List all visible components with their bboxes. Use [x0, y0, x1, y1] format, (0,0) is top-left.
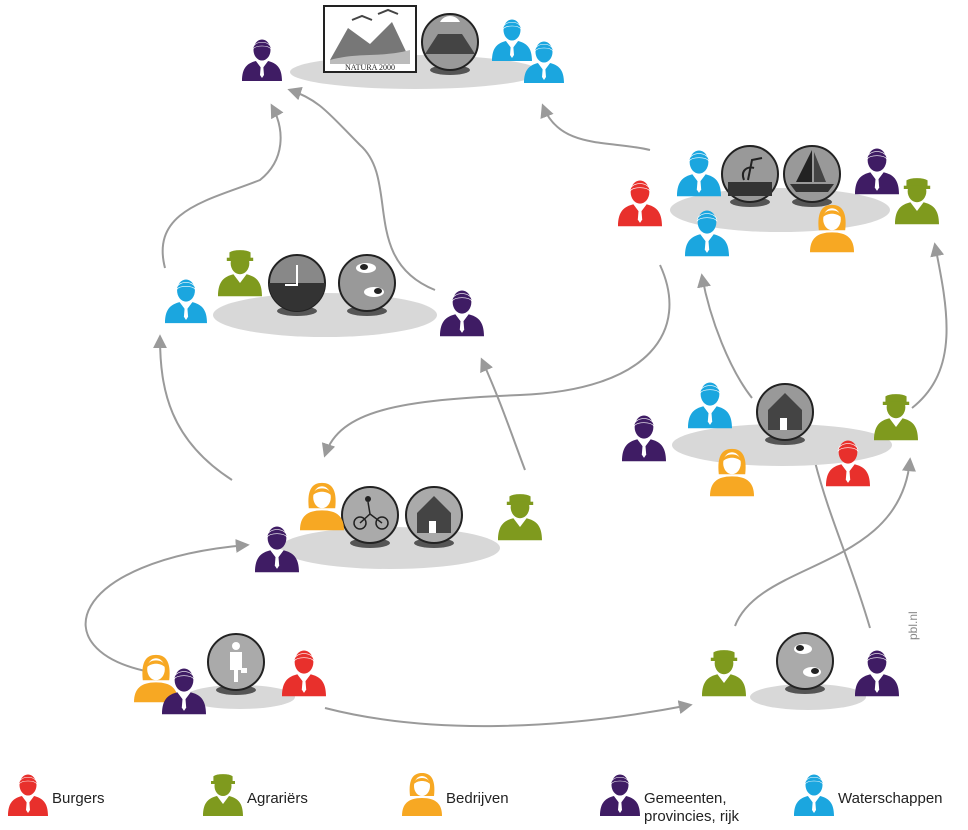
arrow-cluster-left-to-top-via-left	[161, 103, 284, 269]
arrow-cluster-right-to-mid-left	[321, 264, 671, 458]
burger-person-icon	[8, 772, 48, 816]
person-burger	[618, 180, 662, 227]
legend-label-burgers: Burgers	[52, 790, 105, 807]
drainage-icon	[268, 254, 326, 316]
arrow-bottom-left-to-mid-left	[84, 538, 250, 673]
arrow-mid-right-to-cluster-right-right	[911, 242, 948, 409]
platform-bottom-left	[185, 685, 295, 709]
platforms	[185, 55, 892, 710]
person-agrarier	[895, 176, 939, 225]
cows-icon	[338, 254, 396, 316]
legend-label-overheid: Gemeenten, provincies, rijk	[644, 790, 739, 826]
person-overheid	[622, 415, 666, 462]
arrow-bottom-right-to-mid-right	[734, 457, 916, 627]
business-woman-icon	[402, 772, 442, 816]
person-overheid	[440, 290, 484, 337]
sailboat-icon	[783, 145, 841, 207]
person-waterschap	[688, 382, 732, 429]
person-overheid	[242, 39, 282, 82]
heron-icon	[721, 145, 779, 207]
dike-icon	[421, 13, 479, 75]
platform-cluster-left	[213, 293, 437, 337]
arrow-bottom-left-to-bottom-right	[324, 700, 693, 728]
flow-arrows	[84, 86, 948, 728]
farmer-person-icon	[203, 772, 243, 816]
person-waterschap	[677, 150, 721, 197]
natura-2000-badge: NATURA 2000	[323, 5, 417, 73]
house-icon-mid	[405, 486, 463, 548]
legend-label-waterschappen: Waterschappen	[838, 790, 943, 807]
natura-2000-label: NATURA 2000	[345, 63, 395, 72]
legend-label-agrariers: Agrariërs	[247, 790, 308, 807]
person-overheid	[855, 650, 899, 697]
person-overheid	[855, 148, 899, 195]
person-agrarier	[218, 248, 262, 297]
person-waterschap	[524, 41, 564, 84]
arrow-mid-right-to-cluster-right-left	[697, 273, 753, 399]
platform-bottom-right	[750, 684, 866, 710]
person-burger	[282, 650, 326, 697]
bicycle-icon	[341, 486, 399, 548]
person-waterschap	[165, 279, 207, 324]
arrow-cluster-left-to-top-via-right	[287, 86, 436, 291]
person-agrarier	[702, 648, 746, 697]
legend-label-overheid-line1: Gemeenten,	[644, 790, 727, 807]
person-waterschap	[492, 19, 532, 62]
arrow-cluster-right-to-top	[540, 103, 651, 151]
person-agrarier	[498, 492, 542, 541]
credit-label: pbl.nl	[906, 611, 920, 640]
person-agrarier	[874, 392, 918, 441]
arrow-mid-left-to-cluster-left	[153, 334, 233, 481]
businessman-icon	[207, 633, 265, 695]
legend-label-bedrijven: Bedrijven	[446, 790, 509, 807]
waterboard-person-icon	[794, 772, 834, 816]
house-icon-right	[756, 383, 814, 445]
government-person-icon	[600, 772, 640, 816]
person-bedrijf	[300, 482, 344, 531]
people	[134, 19, 939, 715]
arrow-bottom-right-line	[814, 461, 871, 629]
cows-icon-bottom	[776, 632, 834, 694]
legend-label-overheid-line2: provincies, rijk	[644, 808, 740, 825]
arrow-mid-left-to-cluster-left-right	[480, 357, 526, 471]
